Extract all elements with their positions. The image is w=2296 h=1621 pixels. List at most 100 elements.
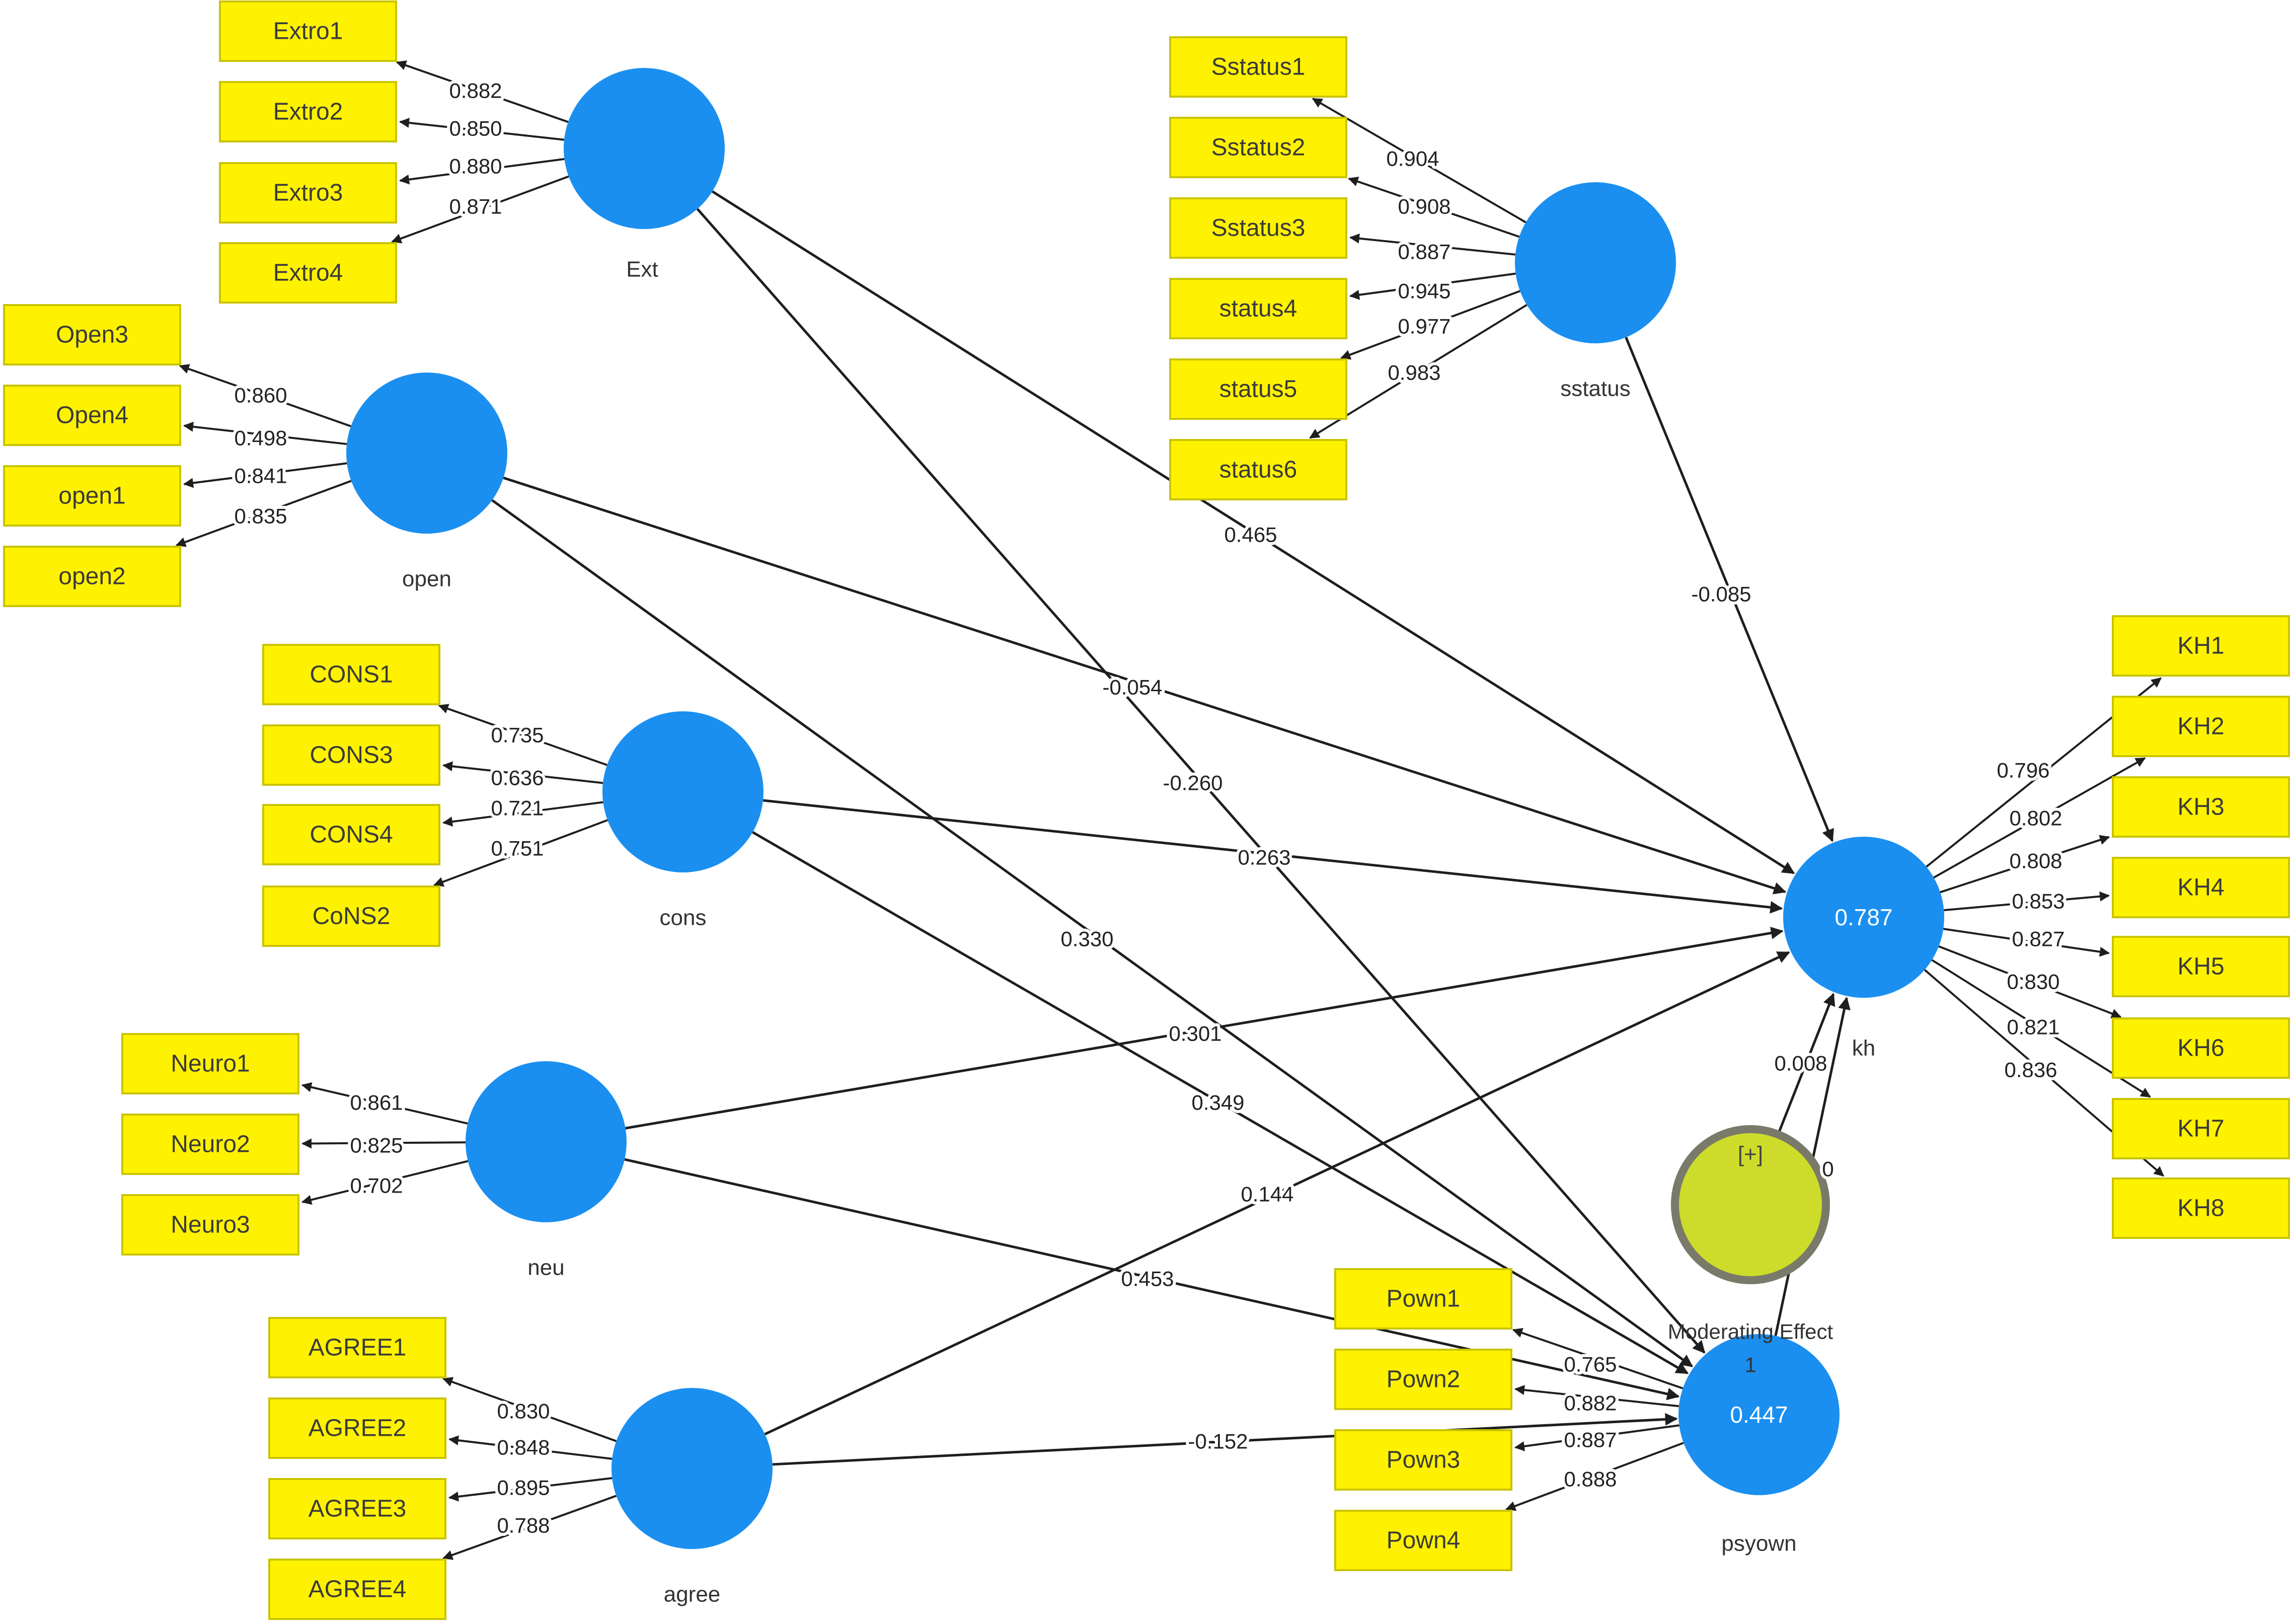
indicator-pown1[interactable]: Pown1 [1334, 1268, 1512, 1330]
indicator-sstatus3[interactable]: Sstatus3 [1169, 197, 1347, 259]
path-ext-to-psyown[interactable] [696, 208, 1706, 1354]
indicator-kh3[interactable]: KH3 [2112, 776, 2290, 838]
indicator-box [262, 724, 440, 786]
indicator-neuro1[interactable]: Neuro1 [121, 1033, 299, 1094]
indicator-cons2[interactable]: CoNS2 [262, 886, 440, 947]
construct-sstatus[interactable]: sstatus [1515, 182, 1676, 401]
indicator-open4[interactable]: Open4 [3, 385, 181, 446]
indicator-extro1[interactable]: Extro1 [219, 1, 397, 62]
path-coefficient: 0.330 [1060, 927, 1113, 951]
indicator-label: Sstatus2 [1211, 134, 1306, 161]
indicator-open2[interactable]: open2 [3, 546, 181, 607]
indicator-kh8[interactable]: KH8 [2112, 1177, 2290, 1239]
indicator-kh2[interactable]: KH2 [2112, 696, 2290, 757]
path-coefficient: -0.054 [1102, 676, 1162, 699]
indicator-box [2112, 1017, 2290, 1079]
path-open-to-psyown[interactable] [491, 499, 1694, 1368]
indicator-pown3[interactable]: Pown3 [1334, 1429, 1512, 1491]
indicator-agree1[interactable]: AGREE1 [268, 1317, 446, 1378]
indicator-pown4[interactable]: Pown4 [1334, 1510, 1512, 1571]
indicator-neuro3[interactable]: Neuro3 [121, 1194, 299, 1256]
indicator-label: status4 [1219, 296, 1297, 322]
indicator-box [1169, 197, 1347, 259]
construct-ext[interactable]: Ext [564, 68, 725, 282]
path-agree-to-psyown[interactable] [772, 1413, 1678, 1466]
outer-loading: 0.830 [497, 1399, 550, 1423]
outer-loading: 0.808 [2009, 849, 2062, 873]
indicator-box [3, 385, 181, 446]
path-neu-to-kh[interactable] [625, 926, 1784, 1130]
indicator-label: CONS1 [310, 661, 393, 688]
indicator-kh1[interactable]: KH1 [2112, 615, 2290, 677]
path-cons-to-kh[interactable] [762, 799, 1783, 914]
indicator-box [1169, 439, 1347, 500]
indicator-label: CONS4 [310, 822, 393, 848]
construct-cons[interactable]: cons [602, 711, 763, 930]
moderator-name: Moderating Effect [1668, 1320, 1833, 1344]
construct-circle [1783, 837, 1944, 998]
loading-arrow-status4 [1349, 272, 1516, 300]
indicator-box [2112, 936, 2290, 997]
outer-loading: 0.702 [350, 1174, 403, 1198]
indicator-box [1169, 358, 1347, 420]
construct-name: sstatus [1560, 377, 1630, 401]
indicator-label: Open3 [56, 322, 128, 348]
indicator-extro2[interactable]: Extro2 [219, 81, 397, 142]
construct-neu[interactable]: neu [466, 1061, 627, 1280]
indicator-kh4[interactable]: KH4 [2112, 857, 2290, 918]
expand-icon[interactable]: [+] [1738, 1142, 1763, 1167]
indicator-agree4[interactable]: AGREE4 [268, 1559, 446, 1620]
outer-loading: 0.821 [2007, 1015, 2059, 1039]
loading-arrow-neuro2 [301, 1138, 466, 1149]
indicator-box [121, 1033, 299, 1094]
indicator-box [3, 546, 181, 607]
indicator-sstatus2[interactable]: Sstatus2 [1169, 117, 1347, 178]
indicator-label: Neuro2 [171, 1131, 250, 1158]
indicator-cons3[interactable]: CONS3 [262, 724, 440, 786]
indicator-open3[interactable]: Open3 [3, 304, 181, 365]
indicator-extro3[interactable]: Extro3 [219, 162, 397, 224]
indicator-status4[interactable]: status4 [1169, 278, 1347, 339]
outer-loading: 0.983 [1388, 361, 1440, 385]
construct-agree[interactable]: agree [611, 1388, 773, 1607]
indicator-box [268, 1559, 446, 1620]
indicator-agree3[interactable]: AGREE3 [268, 1478, 446, 1539]
path-sstatus-to-kh[interactable] [1625, 337, 1834, 842]
path-cons-to-psyown[interactable] [752, 831, 1689, 1375]
indicator-cons1[interactable]: CONS1 [262, 644, 440, 705]
indicator-sstatus1[interactable]: Sstatus1 [1169, 36, 1347, 98]
outer-loading: 0.796 [1997, 759, 2049, 782]
indicator-kh6[interactable]: KH6 [2112, 1017, 2290, 1079]
path-coefficient: 0.008 [1774, 1052, 1827, 1075]
loading-arrow-extro2 [399, 118, 565, 141]
indicator-box [2112, 1177, 2290, 1239]
indicator-extro4[interactable]: Extro4 [219, 242, 397, 304]
path-mod-to-kh[interactable] [1770, 993, 1835, 1154]
indicator-kh5[interactable]: KH5 [2112, 936, 2290, 997]
indicator-label: KH3 [2177, 794, 2224, 821]
indicator-agree2[interactable]: AGREE2 [268, 1397, 446, 1459]
indicator-cons4[interactable]: CONS4 [262, 804, 440, 865]
indicator-label: CoNS2 [313, 903, 391, 930]
indicator-box [268, 1317, 446, 1378]
indicator-status5[interactable]: status5 [1169, 358, 1347, 420]
indicator-label: open1 [58, 483, 125, 509]
indicator-status6[interactable]: status6 [1169, 439, 1347, 500]
path-ext-to-kh[interactable] [712, 190, 1795, 874]
indicator-label: KH5 [2177, 953, 2224, 980]
loading-arrow-cons3 [442, 761, 603, 784]
indicator-box [268, 1397, 446, 1459]
path-coefficient: -0.152 [1188, 1430, 1248, 1453]
indicator-open1[interactable]: open1 [3, 465, 181, 527]
indicator-neuro2[interactable]: Neuro2 [121, 1114, 299, 1175]
path-open-to-kh[interactable] [503, 476, 1787, 895]
construct-name: open [402, 567, 451, 592]
construct-open[interactable]: open [346, 373, 507, 592]
indicator-pown2[interactable]: Pown2 [1334, 1349, 1512, 1410]
indicator-kh7[interactable]: KH7 [2112, 1098, 2290, 1159]
path-agree-to-kh[interactable] [764, 951, 1790, 1436]
